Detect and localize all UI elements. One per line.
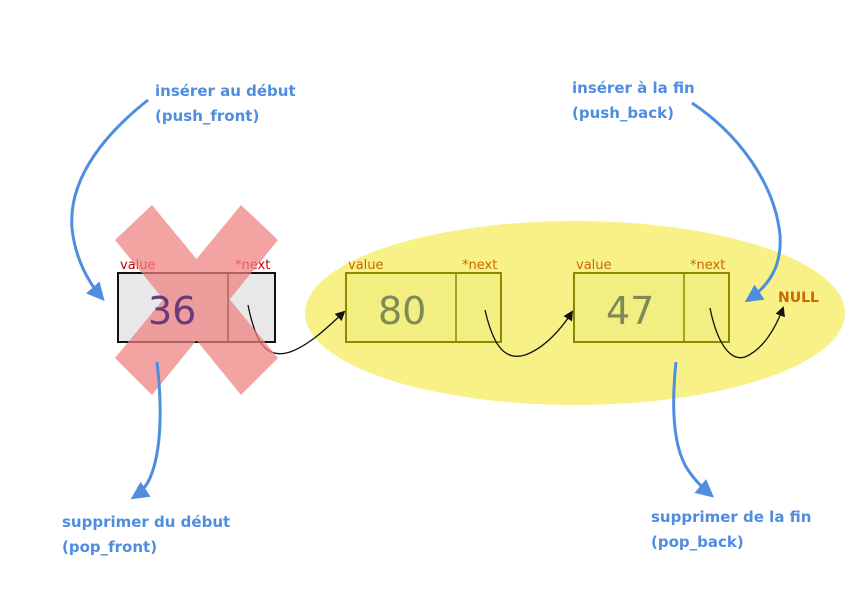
- node-3-value: 47: [606, 289, 654, 333]
- node-2: value *next 80: [345, 258, 502, 343]
- next-arrow-2: [484, 309, 574, 357]
- node-2-box: [345, 272, 502, 343]
- pop-front-arrow: [130, 361, 162, 500]
- node-2-value: 80: [378, 289, 426, 333]
- node-2-next-label: *next: [462, 258, 497, 273]
- node-3: value *next 47: [573, 258, 730, 343]
- push-back-arrow: [691, 101, 782, 303]
- push-front-arrow: [70, 98, 149, 302]
- pop-back-label: supprimer de la fin (pop_back): [651, 508, 811, 551]
- node-2-value-label: value: [348, 258, 384, 273]
- node-1-value: 36: [148, 289, 196, 333]
- null-label: NULL: [778, 290, 819, 306]
- node-3-value-label: value: [576, 258, 612, 273]
- node-3-next-label: *next: [690, 258, 725, 273]
- pop-back-line2: (pop_back): [651, 533, 744, 551]
- pop-back-line1: supprimer de la fin: [651, 508, 811, 526]
- pop-back-arrow: [672, 361, 715, 498]
- next-arrow-3: [709, 306, 785, 359]
- delete-cross-icon: [115, 205, 278, 395]
- push-front-line2: (push_front): [155, 107, 259, 125]
- node-3-box: [573, 272, 730, 343]
- pop-front-line2: (pop_front): [62, 538, 157, 556]
- push-back-line1: insérer à la fin: [572, 79, 695, 97]
- push-back-label: insérer à la fin (push_back): [572, 79, 695, 122]
- push-front-label: insérer au début (push_front): [155, 82, 296, 125]
- pop-front-label: supprimer du début (pop_front): [62, 513, 230, 556]
- push-front-line1: insérer au début: [155, 82, 296, 100]
- push-back-line2: (push_back): [572, 104, 674, 122]
- pop-front-line1: supprimer du début: [62, 513, 230, 531]
